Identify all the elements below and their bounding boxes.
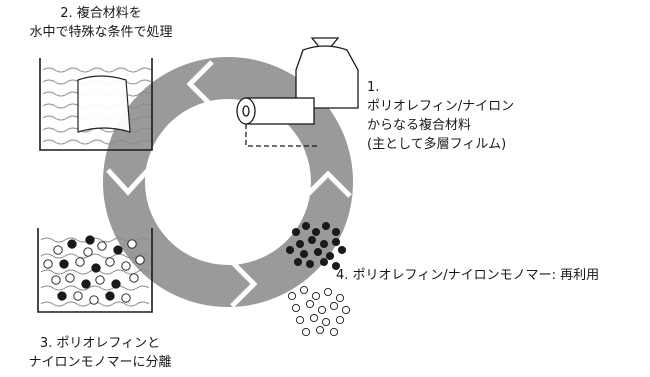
polyolefin-particle bbox=[83, 247, 93, 257]
nylon-monomer-particle bbox=[301, 221, 311, 231]
nylon-monomer-particle bbox=[57, 291, 67, 301]
step3-title: 3. ポリオレフィンと bbox=[39, 336, 161, 351]
polyolefin-particle bbox=[295, 315, 305, 325]
polyolefin-particle bbox=[329, 301, 339, 311]
polyolefin-particle bbox=[329, 327, 339, 337]
polyolefin-particle bbox=[323, 287, 333, 297]
polyolefin-particle bbox=[95, 275, 105, 285]
polyolefin-particle bbox=[311, 291, 321, 301]
polyolefin-particle bbox=[97, 241, 107, 251]
polyolefin-particle bbox=[89, 295, 99, 305]
step1-subtitle: からなる複合材料 bbox=[367, 118, 472, 133]
separation-tank-icon bbox=[37, 228, 153, 313]
nylon-monomer-particle bbox=[67, 239, 77, 249]
step4-title: 4. ポリオレフィン/ナイロンモノマー: 再利用 bbox=[336, 268, 600, 283]
step2-label: 2. 複合材料を 水中で特殊な条件で処理 bbox=[6, 4, 196, 42]
nylon-monomer-particle bbox=[285, 245, 295, 255]
polyolefin-particle bbox=[129, 273, 139, 283]
nylon-monomer-particle bbox=[331, 261, 341, 271]
step2-subtitle: 水中で特殊な条件で処理 bbox=[29, 25, 173, 40]
nylon-monomer-particle bbox=[321, 221, 331, 231]
nylon-monomer-particle bbox=[299, 249, 309, 259]
polyolefin-particle bbox=[291, 303, 301, 313]
nylon-monomer-particle bbox=[331, 227, 341, 237]
step1-note: (主として多層フィルム) bbox=[367, 137, 507, 152]
nylon-monomer-particle bbox=[291, 227, 301, 237]
treatment-tank-icon bbox=[39, 58, 153, 151]
nylon-monomer-particle bbox=[319, 239, 329, 249]
polyolefin-particle bbox=[315, 325, 325, 335]
step4-label: 4. ポリオレフィン/ナイロンモノマー: 再利用 bbox=[336, 266, 599, 285]
cycle-arrow bbox=[103, 57, 353, 308]
nylon-monomer-particle bbox=[111, 279, 121, 289]
polyolefin-particle bbox=[73, 291, 83, 301]
nylon-monomer-particle bbox=[81, 279, 91, 289]
polyolefin-particle bbox=[299, 285, 309, 295]
polyolefin-particle bbox=[75, 257, 85, 267]
polyolefin-particle bbox=[335, 293, 345, 303]
nylon-monomer-particle bbox=[91, 263, 101, 273]
polyolefin-particle bbox=[105, 257, 115, 267]
polyolefin-particle bbox=[127, 239, 137, 249]
polyolefin-particle bbox=[43, 259, 53, 269]
step3-subtitle: ナイロンモノマーに分離 bbox=[28, 355, 172, 370]
film-roll-icon bbox=[236, 97, 318, 147]
nylon-monomer-particle bbox=[313, 247, 323, 257]
nylon-monomer-particle bbox=[311, 227, 321, 237]
step2-title: 2. 複合材料を bbox=[60, 6, 142, 21]
nylon-monomer-particle bbox=[85, 235, 95, 245]
step3-label: 3. ポリオレフィンと ナイロンモノマーに分離 bbox=[0, 334, 200, 372]
nylon-monomer-particle bbox=[293, 257, 303, 267]
polyolefin-particle bbox=[65, 273, 75, 283]
nylon-monomer-particle bbox=[305, 259, 315, 269]
nylon-monomer-particle bbox=[337, 245, 347, 255]
polyolefin-particle bbox=[135, 255, 145, 265]
polyolefin-particle bbox=[53, 245, 63, 255]
nylon-monomer-particle bbox=[307, 235, 317, 245]
nylon-monomer-particle bbox=[325, 251, 335, 261]
step1-label: 1. ポリオレフィン/ナイロン からなる複合材料 (主として多層フィルム) bbox=[367, 78, 514, 154]
monomer-particles-icon bbox=[285, 221, 351, 337]
nylon-monomer-particle bbox=[331, 237, 341, 247]
nylon-monomer-particle bbox=[105, 291, 115, 301]
polyolefin-particle bbox=[321, 317, 331, 327]
polyolefin-particle bbox=[317, 305, 327, 315]
polyolefin-particle bbox=[341, 305, 351, 315]
nylon-monomer-particle bbox=[319, 257, 329, 267]
film-bag-icon bbox=[295, 37, 359, 109]
polyolefin-particle bbox=[51, 275, 61, 285]
nylon-monomer-particle bbox=[59, 259, 69, 269]
polyolefin-particle bbox=[301, 327, 311, 337]
polyolefin-particle bbox=[121, 261, 131, 271]
polyolefin-particle bbox=[305, 299, 315, 309]
step1-number: 1. bbox=[367, 80, 380, 95]
polyolefin-particle bbox=[335, 315, 345, 325]
polyolefin-particle bbox=[287, 291, 297, 301]
polyolefin-particle bbox=[309, 313, 319, 323]
nylon-monomer-particle bbox=[113, 245, 123, 255]
step1-title: ポリオレフィン/ナイロン bbox=[367, 99, 515, 114]
nylon-monomer-particle bbox=[295, 239, 305, 249]
polyolefin-particle bbox=[121, 293, 131, 303]
